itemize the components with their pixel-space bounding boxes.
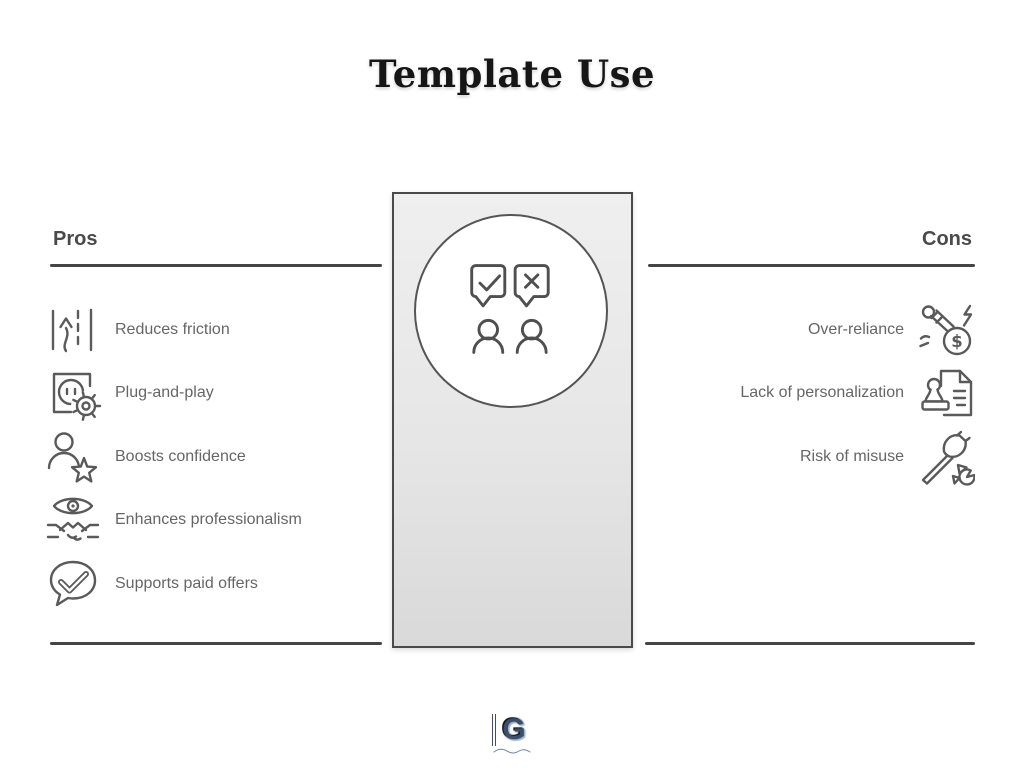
- pros-item: Reduces friction: [44, 301, 230, 359]
- gavel-dollar-coin-icon: $: [917, 301, 975, 359]
- pros-item: Boosts confidence: [44, 428, 246, 486]
- brand-logo: G: [478, 714, 546, 755]
- cons-item: Over-reliance $: [808, 301, 975, 359]
- cons-divider-bottom: [645, 642, 975, 645]
- chat-check-icon: [44, 555, 102, 613]
- pros-item-label: Enhances professionalism: [115, 511, 302, 528]
- cons-item: Lack of personalization: [740, 364, 975, 422]
- pros-divider-top: [50, 264, 382, 267]
- page-title: Template Use: [368, 52, 656, 96]
- cons-item: Risk of misuse: [800, 428, 975, 486]
- cons-header: Cons: [922, 228, 972, 250]
- pros-divider-bottom: [50, 642, 382, 645]
- pros-item: Enhances professionalism: [44, 491, 302, 549]
- lane-change-icon: [44, 301, 102, 359]
- outlet-gear-icon: [44, 364, 102, 422]
- stamp-document-icon: [917, 364, 975, 422]
- pros-item-label: Plug-and-play: [115, 384, 214, 401]
- person-star-icon: [44, 428, 102, 486]
- pros-item-label: Supports paid offers: [115, 575, 258, 592]
- pros-item-label: Reduces friction: [115, 321, 230, 338]
- pros-item: Supports paid offers: [44, 555, 258, 613]
- pros-item: Plug-and-play: [44, 364, 214, 422]
- logo-letter: G: [492, 714, 531, 746]
- feedback-bubbles-people-icon: [450, 257, 572, 366]
- eye-handshake-icon: [44, 491, 102, 549]
- pros-header: Pros: [53, 228, 98, 250]
- logo-script-flourish: [493, 748, 531, 754]
- cons-item-label: Risk of misuse: [799, 448, 904, 465]
- svg-text:$: $: [951, 332, 962, 351]
- center-circle: [414, 214, 608, 408]
- cons-item-label: Lack of personalization: [740, 384, 904, 401]
- axe-shatter-icon: [917, 428, 975, 486]
- pros-item-label: Boosts confidence: [115, 448, 246, 465]
- cons-item-label: Over-reliance: [807, 321, 904, 338]
- cons-divider-top: [648, 264, 975, 267]
